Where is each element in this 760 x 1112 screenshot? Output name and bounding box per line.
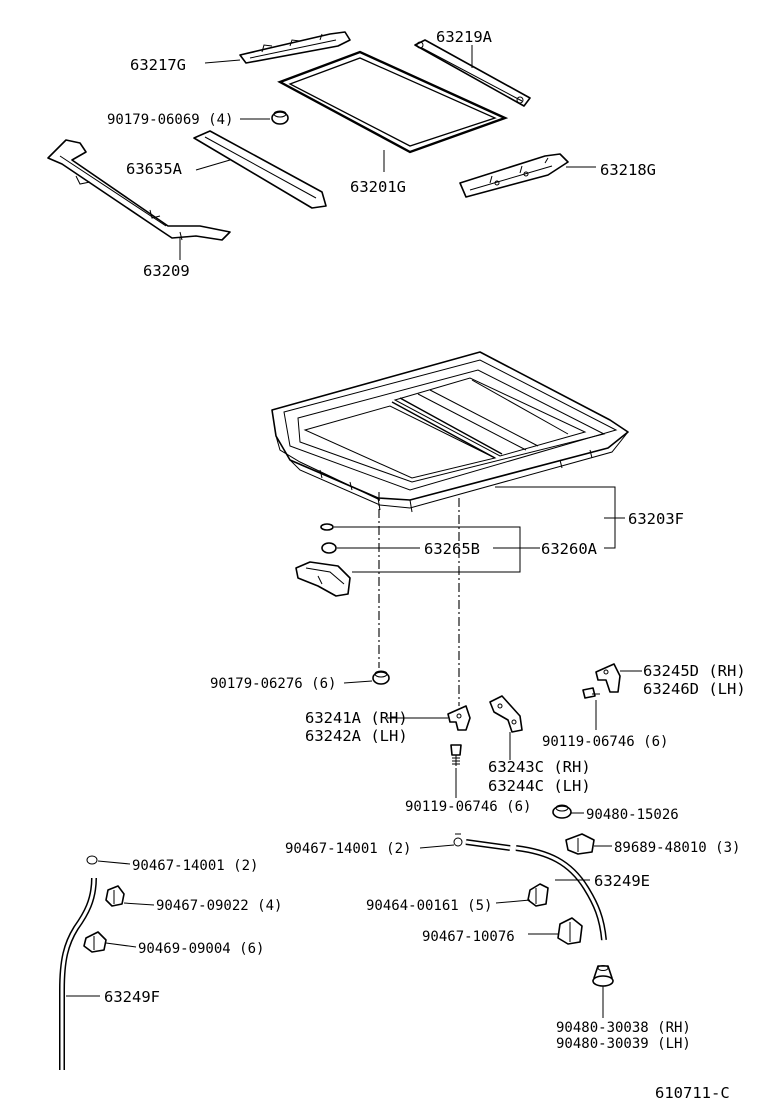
label-63260a: 63260A (541, 540, 598, 558)
part-63217g-drawing (239, 31, 351, 64)
label-90480-30039: 90480-30039 (LH) (556, 1036, 691, 1052)
part-90179-06069-drawing (271, 110, 289, 125)
part-90480-15026-drawing (552, 804, 572, 819)
part-63260a-assembly-drawing (295, 523, 351, 597)
part-89689-48010-drawing (565, 833, 595, 855)
part-90469-09004-drawing (83, 931, 107, 953)
label-90467-10076: 90467-10076 (422, 929, 515, 945)
part-63209-drawing (47, 139, 231, 241)
label-63249e: 63249E (594, 872, 650, 890)
bolt-90119-06746-lower-drawing (450, 744, 462, 766)
part-63203f-housing-drawing (271, 351, 629, 513)
part-63243c-bracket-drawing (489, 695, 523, 733)
label-90119-06746-lower: 90119-06746 (6) (405, 799, 531, 815)
label-63265b: 63265B (424, 540, 480, 558)
label-63244c: 63244C (LH) (488, 777, 591, 795)
part-63249e-hose-drawing (453, 833, 607, 941)
part-90464-00161-drawing (527, 883, 549, 907)
label-63241a: 63241A (RH) (305, 709, 408, 727)
label-63219a: 63219A (436, 28, 493, 46)
label-90469-09004: 90469-09004 (6) (138, 941, 264, 957)
part-63219a-drawing (414, 39, 531, 107)
part-63201g-drawing (277, 50, 509, 154)
part-90179-06276-drawing (372, 670, 390, 685)
label-90119-06746-upper: 90119-06746 (6) (542, 734, 668, 750)
label-63245d: 63245D (RH) (643, 662, 746, 680)
label-90480-15026: 90480-15026 (586, 807, 679, 823)
label-90480-30038: 90480-30038 (RH) (556, 1020, 691, 1036)
label-63242a: 63242A (LH) (305, 727, 408, 745)
label-90467-14001-right: 90467-14001 (2) (285, 841, 411, 857)
label-63635a: 63635A (126, 160, 183, 178)
part-63241a-bracket-drawing (447, 705, 471, 731)
label-63218g: 63218G (600, 161, 656, 179)
part-63635a-drawing (193, 130, 327, 209)
label-90179-06276: 90179-06276 (6) (210, 676, 336, 692)
figure-code: 610711-C (655, 1084, 730, 1102)
part-63218g-drawing (459, 153, 569, 198)
part-90467-10076-drawing (557, 917, 583, 945)
label-63246d: 63246D (LH) (643, 680, 746, 698)
label-63243c: 63243C (RH) (488, 758, 591, 776)
part-63245d-bracket-drawing (595, 663, 621, 693)
part-90467-09022-drawing (105, 885, 125, 907)
label-89689-48010: 89689-48010 (3) (614, 840, 740, 856)
label-63201g: 63201G (350, 178, 406, 196)
bolt-90119-06746-upper-drawing (582, 687, 600, 699)
label-63203f: 63203F (628, 510, 684, 528)
label-90467-14001-left: 90467-14001 (2) (132, 858, 258, 874)
label-90464-00161: 90464-00161 (5) (366, 898, 492, 914)
label-63217g: 63217G (130, 56, 186, 74)
part-90480-30038-drawing (592, 965, 614, 987)
label-63209: 63209 (143, 262, 190, 280)
label-90467-09022: 90467-09022 (4) (156, 898, 282, 914)
part-63249f-hose-drawing (59, 855, 98, 1070)
label-90179-06069: 90179-06069 (4) (107, 112, 233, 128)
label-63249f: 63249F (104, 988, 160, 1006)
